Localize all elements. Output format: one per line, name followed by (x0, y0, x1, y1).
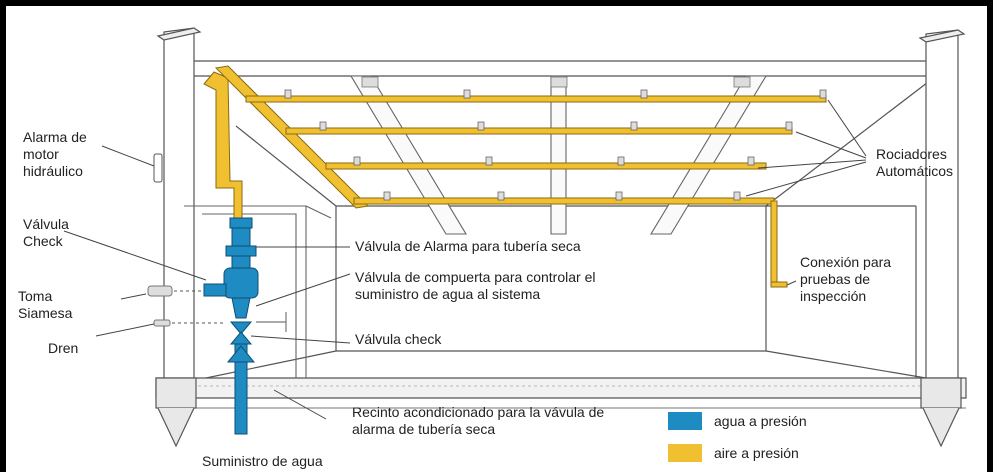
label-line: Check (23, 233, 63, 249)
air-pipes (203, 65, 827, 288)
label-line: Rociadores (876, 146, 947, 162)
label-valvula-alarma: Válvula de Alarma para tubería seca (355, 238, 581, 254)
label-line: Toma (18, 288, 53, 304)
label-line: Siamesa (18, 305, 73, 321)
diagram-canvas: Alarma de motor hidráulico Válvula Check… (6, 6, 987, 472)
valve-enclosure (184, 205, 332, 378)
label-alarma-motor: Alarma de motor hidráulico (23, 129, 87, 180)
legend-label-water: agua a presión (714, 413, 807, 429)
label-line: Alarma de (23, 129, 87, 145)
sprinkler-system-drawing (63, 27, 967, 448)
leader-dashes (172, 290, 224, 324)
legend-label-air: aire a presión (714, 445, 799, 461)
label-line: pruebas de (800, 271, 871, 287)
label-line: Recinto acondicionado para la vávula de (352, 404, 605, 420)
gate-valve-handle (256, 312, 287, 332)
label-line: Válvula de compuerta para controlar el (355, 269, 596, 285)
label-dren: Dren (48, 340, 79, 356)
legend-swatch-air (668, 444, 702, 462)
legend-swatch-water (668, 412, 702, 430)
alarm-motor-box (153, 153, 163, 183)
label-suministro: Suministro de agua (202, 453, 323, 469)
label-valvula-compuerta: Válvula de compuerta para controlar el s… (355, 269, 595, 303)
label-line: alarma de tubería seca (352, 421, 496, 437)
label-recinto: Recinto acondicionado para la vávula de … (352, 404, 604, 438)
label-line: inspección (800, 288, 867, 304)
label-valvula-check-left: Válvula Check (23, 216, 69, 250)
right-post (918, 29, 966, 448)
leader-lines (63, 99, 867, 420)
label-line: Conexión para (800, 254, 892, 270)
label-conexion: Conexión para pruebas de inspección (800, 254, 891, 305)
water-assembly (203, 217, 259, 435)
ceiling-vents (361, 76, 751, 88)
label-line: suministro de agua al sistema (355, 286, 541, 302)
label-valvula-check: Válvula check (355, 331, 442, 347)
label-toma-siamesa: Toma Siamesa (18, 288, 72, 322)
roof-beams (350, 75, 767, 235)
siamese-inlet (147, 285, 173, 327)
label-rociadores: Rociadores Automáticos (876, 146, 953, 180)
label-line: Válvula (23, 216, 69, 232)
label-line: Automáticos (876, 163, 954, 179)
label-line: motor (23, 146, 59, 162)
sprinkler-heads (284, 89, 827, 201)
left-post (155, 27, 202, 448)
label-line: hidráulico (23, 163, 83, 179)
